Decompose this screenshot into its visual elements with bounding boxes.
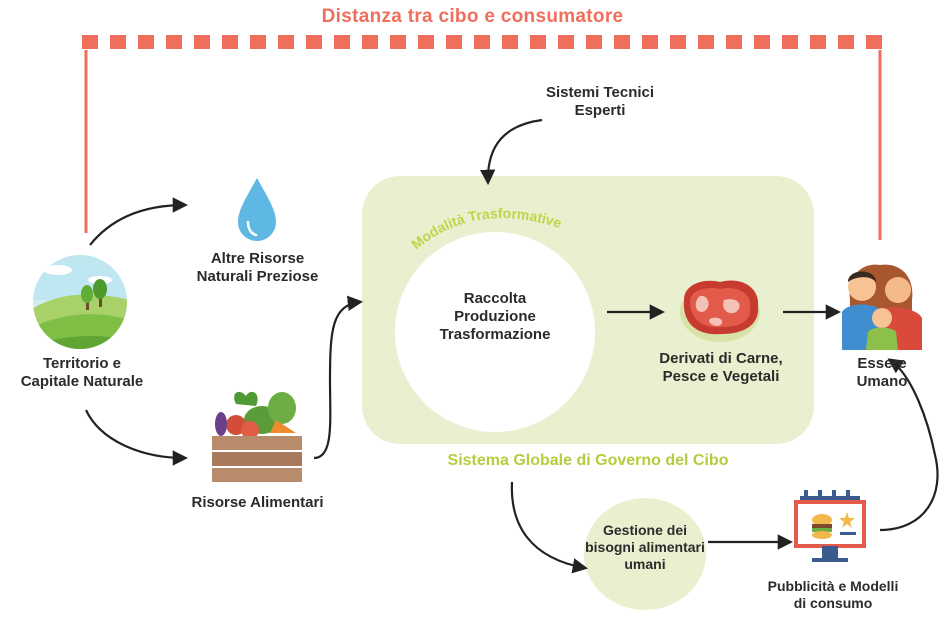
arrow-food-to-system: [313, 295, 364, 460]
needs-management-circle: [584, 498, 706, 610]
billboard-icon: [794, 490, 866, 562]
arrow-experts-to-system: [479, 118, 543, 186]
water-drop-icon: [238, 178, 276, 241]
global-system-title: Sistema Globale di Governo del Cibo: [447, 452, 729, 469]
arrow-territory-to-food: [85, 409, 189, 466]
node-human: Essere Umano: [856, 355, 908, 390]
node-territory: Territorio e Capitale Naturale: [20, 355, 144, 390]
transform-mode-label: Modalità Trasformative: [408, 205, 564, 252]
central-process-circle: [395, 232, 595, 432]
arrow-advertising-to-human: [879, 358, 939, 532]
node-expert-systems: Sistemi Tecnici Esperti: [545, 84, 655, 119]
meat-steak-icon: [680, 280, 760, 342]
family-icon: [842, 264, 922, 350]
node-needs: Gestione dei bisogni alimentari umani: [585, 522, 705, 572]
landscape-icon: [33, 255, 127, 349]
node-advertising: Pubblicità e Modelli di consumo: [767, 578, 899, 611]
node-natural-resources: Altre Risorse Naturali Preziose: [196, 250, 319, 285]
vegetable-crate-icon: [212, 391, 302, 482]
node-core-process: Raccolta Produzione Trasformazione: [439, 290, 551, 343]
node-derivatives: Derivati di Carne, Pesce e Vegetali: [659, 350, 783, 385]
diagram-title: Distanza tra cibo e consumatore: [321, 6, 624, 27]
arrow-system-to-needs: [510, 481, 589, 574]
node-food-resources: Risorse Alimentari: [191, 494, 324, 511]
arrow-territory-to-water: [89, 197, 189, 246]
